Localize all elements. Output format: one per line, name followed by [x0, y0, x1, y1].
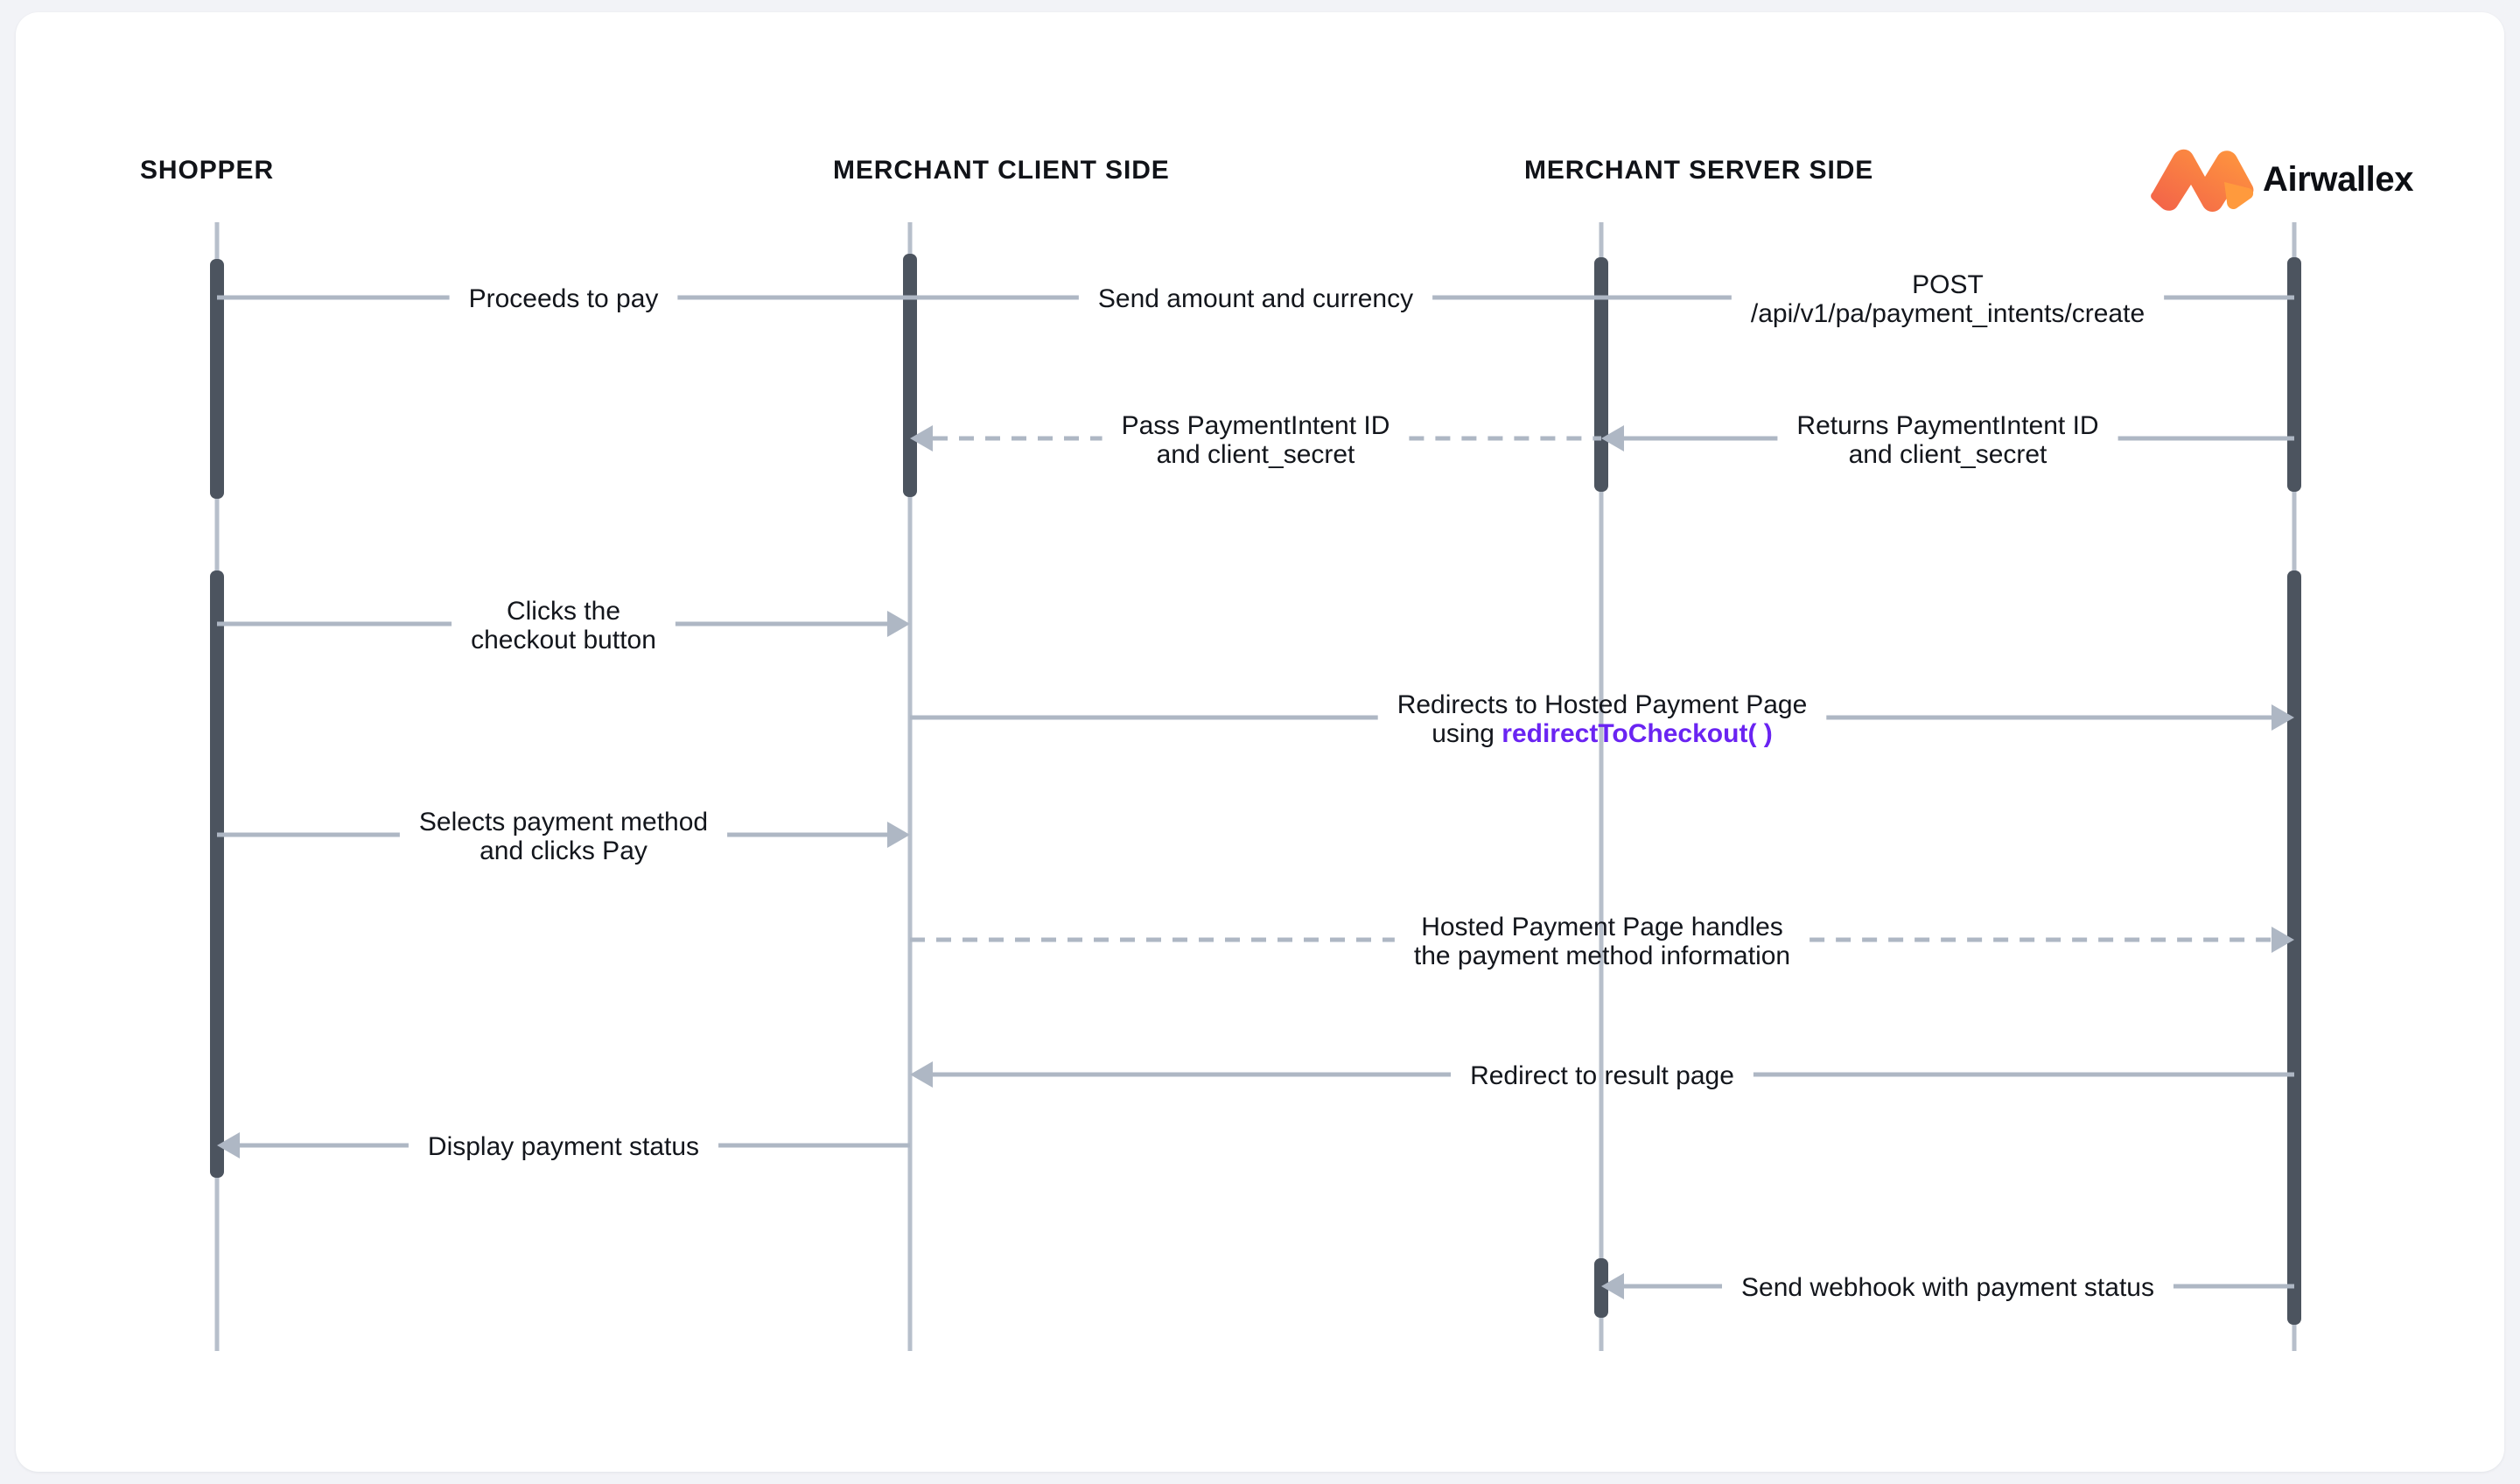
- activation-bar-shopper-1: [210, 570, 224, 1178]
- message-label-m9-line1: the payment method information: [1414, 942, 1790, 970]
- message-label-m11-line0: Display payment status: [428, 1132, 699, 1161]
- activation-bar-merchant_server-4: [1594, 1258, 1608, 1318]
- activation-bar-airwallex-6: [2287, 570, 2301, 1325]
- activation-bar-merchant_client-2: [903, 254, 917, 497]
- arrow-head-m11: [217, 1132, 240, 1158]
- arrow-head-m4: [910, 425, 933, 452]
- arrow-head-m7: [2272, 704, 2294, 731]
- sequence-diagram-canvas: SHOPPER MERCHANT CLIENT SIDE MERCHANT SERV…: [140, 149, 2414, 1351]
- message-label-m10-line0: Redirect to result page: [1470, 1061, 1734, 1090]
- arrow-head-m6: [887, 611, 910, 637]
- messages-layer: [217, 295, 2294, 1299]
- lifelines-layer: [214, 222, 2297, 1351]
- code-fragment: redirectToCheckout( ): [1502, 719, 1772, 748]
- arrow-head-m10: [910, 1061, 933, 1088]
- message-label-m4-line0: Pass PaymentIntent ID: [1122, 411, 1390, 440]
- airwallex-logo: Airwallex: [2151, 149, 2414, 212]
- participant-title-shopper: SHOPPER: [140, 156, 274, 185]
- message-label-m3-line1: /api/v1/pa/payment_intents/create: [1751, 299, 2145, 328]
- arrow-head-m8: [887, 822, 910, 848]
- message-label-m5-line0: Returns PaymentIntent ID: [1796, 411, 2098, 440]
- arrow-head-m9: [2272, 927, 2294, 953]
- participant-titles: SHOPPER MERCHANT CLIENT SIDE MERCHANT SERV…: [140, 156, 1873, 185]
- activations-layer: [210, 254, 2301, 1325]
- message-label-m8-line0: Selects payment method: [419, 808, 708, 836]
- message-label-m7-line1: using redirectToCheckout( ): [1432, 719, 1773, 748]
- message-label-prefix: using: [1432, 719, 1502, 748]
- message-label-m5-line1: and client_secret: [1849, 440, 2048, 469]
- message-label-m1-line0: Proceeds to pay: [469, 284, 659, 313]
- message-label-m6-line1: checkout button: [471, 626, 656, 654]
- activation-bar-shopper-0: [210, 259, 224, 499]
- airwallex-wordmark: Airwallex: [2263, 160, 2413, 199]
- message-label-m8-line1: and clicks Pay: [480, 836, 648, 865]
- activation-bar-airwallex-5: [2287, 257, 2301, 492]
- airwallex-wave-icon: [2151, 149, 2254, 212]
- participant-title-merchant_server: MERCHANT SERVER SIDE: [1524, 156, 1873, 185]
- message-label-m6-line0: Clicks the: [507, 597, 620, 626]
- participant-title-merchant_client: MERCHANT CLIENT SIDE: [833, 156, 1170, 185]
- message-label-m12-line0: Send webhook with payment status: [1741, 1273, 2154, 1302]
- arrow-head-m5: [1601, 425, 1624, 452]
- message-label-m4-line1: and client_secret: [1157, 440, 1355, 469]
- diagram-card: SHOPPER MERCHANT CLIENT SIDE MERCHANT SERV…: [16, 12, 2504, 1472]
- activation-bar-merchant_server-3: [1594, 257, 1608, 492]
- message-label-m7-line0: Redirects to Hosted Payment Page: [1397, 690, 1808, 719]
- message-label-m3-line0: POST: [1912, 270, 1984, 299]
- message-label-m9-line0: Hosted Payment Page handles: [1421, 913, 1783, 942]
- arrow-head-m12: [1601, 1273, 1624, 1299]
- message-label-m2-line0: Send amount and currency: [1098, 284, 1413, 313]
